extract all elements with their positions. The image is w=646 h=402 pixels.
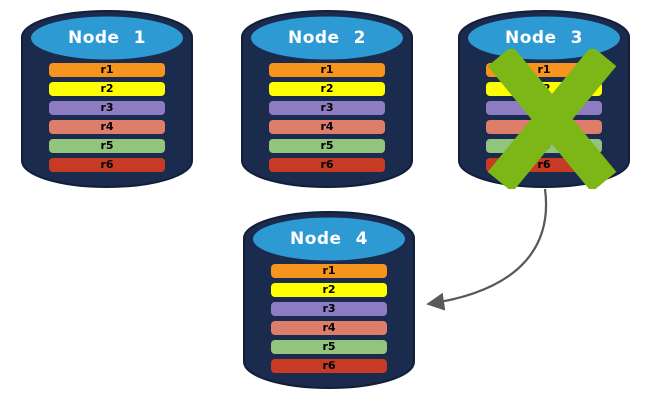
cylinder-top: [253, 217, 405, 261]
node-2: Node 2 r1 r2 r3 r4 r5 r6: [239, 7, 415, 191]
node-1: Node 1 r1 r2 r3 r4 r5 r6: [19, 7, 195, 191]
record-bar: r5: [49, 139, 165, 153]
record-list: r1 r2 r3 r4 r5 r6: [49, 63, 165, 172]
record-bar: r6: [49, 158, 165, 172]
record-bar: r1: [49, 63, 165, 77]
record-bar: r1: [271, 264, 387, 278]
record-bar: r4: [269, 120, 385, 134]
failover-arrow-path: [426, 188, 548, 311]
cylinder-top: [468, 16, 620, 60]
record-bar: r4: [271, 321, 387, 335]
record-bar: r4: [49, 120, 165, 134]
node-title: Node 1: [67, 28, 146, 48]
record-bar: r2: [269, 82, 385, 96]
record-bar: r3: [49, 101, 165, 115]
record-bar: r6: [269, 158, 385, 172]
record-bar: r5: [271, 340, 387, 354]
failure-x-icon: [487, 49, 617, 189]
record-bar: r2: [271, 283, 387, 297]
record-bar: r6: [271, 359, 387, 373]
record-bar: r3: [271, 302, 387, 316]
node-title: Node 3: [504, 28, 583, 48]
record-list: r1 r2 r3 r4 r5 r6: [269, 63, 385, 172]
record-bar: r5: [269, 139, 385, 153]
cylinder-top: [31, 16, 183, 60]
node-title: Node 4: [289, 229, 368, 249]
node-4: Node 4 r1 r2 r3 r4 r5 r6: [241, 208, 417, 392]
node-3: Node 3 r1 r2 r3 r4 r5 r6: [456, 7, 632, 191]
node-title: Node 2: [287, 28, 366, 48]
cylinder-top: [251, 16, 403, 60]
record-bar: r2: [49, 82, 165, 96]
record-bar: r3: [269, 101, 385, 115]
record-bar: r1: [269, 63, 385, 77]
record-list: r1 r2 r3 r4 r5 r6: [271, 264, 387, 373]
